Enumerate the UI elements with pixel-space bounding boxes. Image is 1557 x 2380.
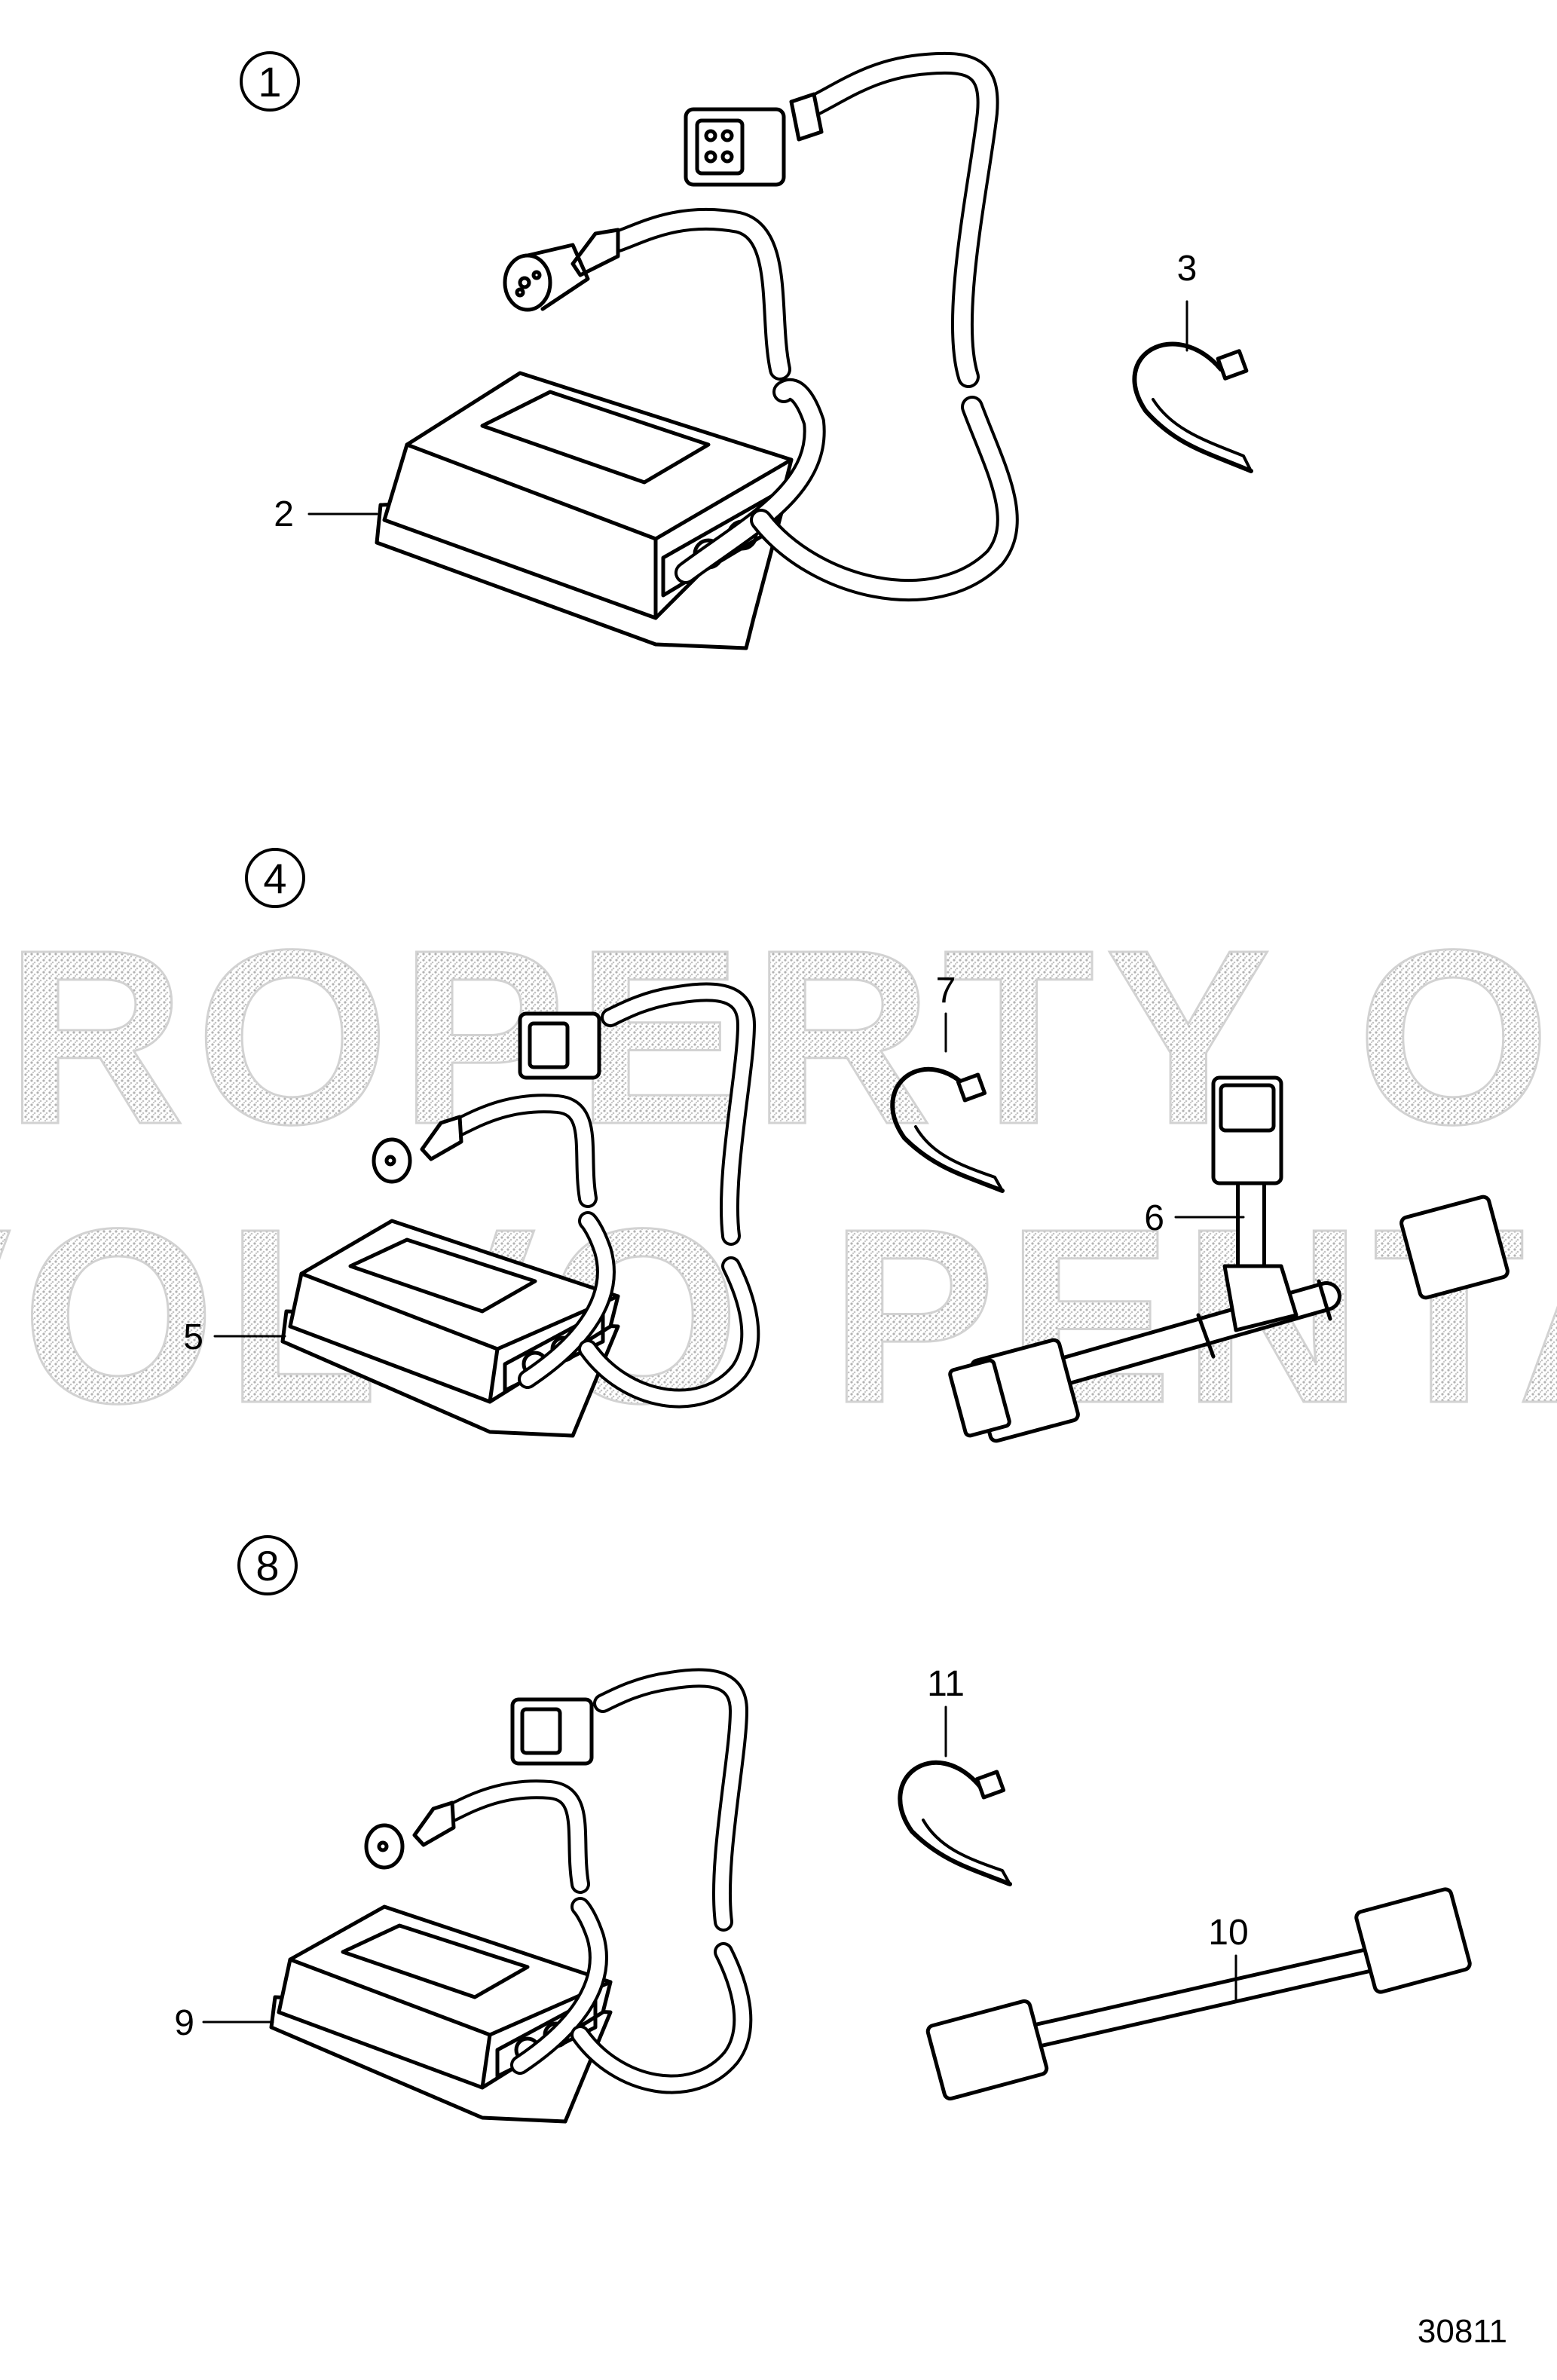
control-unit-5 xyxy=(280,1219,620,1438)
watermark: PROPERTY OF VOLVO PENTA xyxy=(0,897,1557,1456)
callout-2: 2 xyxy=(274,494,294,534)
group-1-label: 1 xyxy=(258,58,281,106)
figure-number: 30811 xyxy=(1418,2313,1507,2350)
cable-rect-connector-1 xyxy=(684,51,1019,601)
control-unit-1 xyxy=(375,371,794,650)
y-harness-6 xyxy=(948,1075,1510,1443)
callout-10: 10 xyxy=(1208,1913,1248,1953)
callout-6: 6 xyxy=(1144,1198,1164,1238)
cable-rect-connector-5 xyxy=(518,982,760,1409)
cable-round-connector-1 xyxy=(503,207,826,584)
cable-tie-7 xyxy=(890,1012,1005,1193)
group-4-label: 4 xyxy=(263,855,286,902)
watermark-line1: PROPERTY OF xyxy=(0,898,1557,1176)
callout-11: 11 xyxy=(927,1664,965,1704)
watermark-line2: VOLVO PENTA xyxy=(0,1176,1557,1455)
cable-round-connector-9 xyxy=(364,1779,608,2075)
callout-5: 5 xyxy=(183,1317,203,1357)
group-4-circle xyxy=(245,848,305,908)
group-8-label: 8 xyxy=(255,1542,279,1589)
cable-tie-11 xyxy=(898,1705,1012,1886)
cable-rect-connector-9 xyxy=(510,1668,753,2094)
control-unit-9 xyxy=(269,1904,613,2124)
group-8: 8 9 xyxy=(174,1535,1472,2124)
group-1: 1 xyxy=(240,51,1253,650)
callout-9: 9 xyxy=(174,2003,194,2043)
group-8-circle xyxy=(237,1535,298,1595)
harness-10 xyxy=(925,1887,1472,2101)
cable-tie-3 xyxy=(1132,300,1253,473)
callout-3: 3 xyxy=(1177,249,1198,289)
group-4: 4 5 xyxy=(183,848,1510,1443)
group-1-circle xyxy=(240,51,300,112)
cable-round-connector-5 xyxy=(372,1094,616,1389)
callout-7: 7 xyxy=(936,971,956,1011)
